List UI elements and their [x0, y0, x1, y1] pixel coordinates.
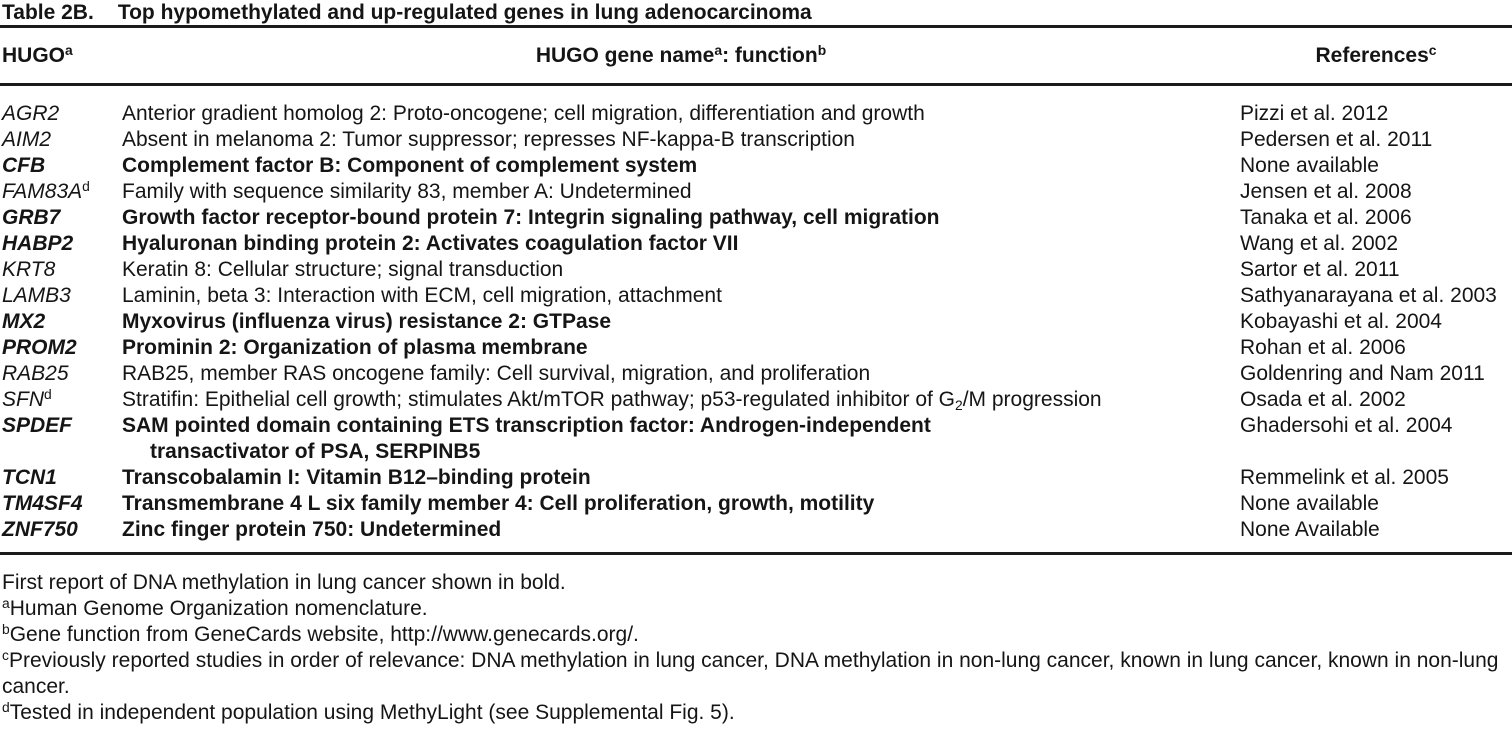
- table-row: CFB Complement factor B: Component of com…: [0, 153, 1512, 179]
- gene-function: Zinc finger protein 750: Undetermined: [122, 518, 502, 541]
- table-row: AGR2 Anterior gradient homolog 2: Proto-o…: [0, 101, 1512, 127]
- gene-symbol: ZNF750: [2, 518, 78, 541]
- footnotes: First report of DNA methylation in lung …: [2, 570, 1510, 726]
- table-title: Table 2B. Top hypomethylated and up-regul…: [2, 0, 812, 26]
- footnote-a: aHuman Genome Organization nomenclature.: [2, 595, 428, 620]
- gene-function: Complement factor B: Component of comple…: [122, 154, 698, 177]
- reference: Rohan et al. 2006: [1240, 336, 1406, 359]
- footnote-d: dTested in independent population using …: [2, 699, 735, 724]
- gene-function: Myxovirus (influenza virus) resistance 2…: [122, 310, 612, 333]
- reference: Wang et al. 2002: [1240, 232, 1398, 255]
- divider-top: [0, 25, 1512, 28]
- gene-function: Transmembrane 4 L six family member 4: C…: [122, 492, 875, 515]
- gene-function: SAM pointed domain containing ETS transc…: [122, 414, 931, 463]
- gene-symbol: RAB25: [2, 362, 69, 385]
- reference: Tanaka et al. 2006: [1240, 206, 1412, 229]
- gene-function: RAB25, member RAS oncogene family: Cell …: [122, 362, 871, 385]
- gene-function: Hyaluronan binding protein 2: Activates …: [122, 232, 739, 255]
- gene-function: Anterior gradient homolog 2: Proto-oncog…: [122, 102, 925, 125]
- reference: Osada et al. 2002: [1240, 388, 1406, 411]
- gene-function: Transcobalamin I: Vitamin B12–binding pr…: [122, 466, 591, 489]
- reference: Pedersen et al. 2011: [1240, 128, 1433, 151]
- table-caption: Top hypomethylated and up-regulated gene…: [117, 1, 812, 24]
- gene-symbol: FAM83Ad: [2, 178, 90, 203]
- reference: Goldenring and Nam 2011: [1240, 362, 1485, 385]
- table-number: Table 2B.: [2, 1, 94, 24]
- gene-symbol: AIM2: [2, 128, 52, 151]
- table-row: AIM2 Absent in melanoma 2: Tumor suppress…: [0, 127, 1512, 153]
- reference: Remmelink et al. 2005: [1240, 466, 1449, 489]
- reference: None available: [1240, 154, 1379, 177]
- gene-symbol: PROM2: [2, 336, 77, 359]
- footnote-b: bGene function from GeneCards website, h…: [2, 621, 639, 646]
- table-row: RAB25 RAB25, member RAS oncogene family: …: [0, 361, 1512, 387]
- column-header-references: Referencesc: [1315, 42, 1437, 67]
- divider-bottom: [0, 552, 1512, 555]
- reference: Kobayashi et al. 2004: [1240, 310, 1442, 333]
- footnote-c: cPreviously reported studies in order of…: [2, 647, 1499, 698]
- table-row: HABP2 Hyaluronan binding protein 2: Activ…: [0, 231, 1512, 257]
- reference: None available: [1240, 492, 1379, 515]
- table-header-row: HUGOa HUGO gene namea: functionb Referen…: [0, 43, 1512, 69]
- reference: Ghadersohi et al. 2004: [1240, 414, 1453, 437]
- table-row: SFNd Stratifin: Epithelial cell growth; s…: [0, 387, 1512, 413]
- table-row: TM4SF4 Transmembrane 4 L six family membe…: [0, 491, 1512, 517]
- reference: Jensen et al. 2008: [1240, 180, 1412, 203]
- table-row: FAM83Ad Family with sequence similarity 8…: [0, 179, 1512, 205]
- gene-symbol: TCN1: [2, 466, 57, 489]
- gene-symbol: CFB: [2, 154, 46, 177]
- column-header-hugo: HUGOa: [2, 42, 73, 67]
- gene-symbol: SFNd: [2, 386, 52, 411]
- reference: Sartor et al. 2011: [1240, 258, 1400, 281]
- gene-function: Absent in melanoma 2: Tumor suppressor; …: [122, 128, 855, 151]
- gene-symbol: SPDEF: [2, 414, 73, 437]
- column-header-gene-name-function: HUGO gene namea: functionb: [535, 42, 827, 67]
- table-row: PROM2 Prominin 2: Organization of plasma …: [0, 335, 1512, 361]
- table-row: ZNF750 Zinc finger protein 750: Undetermi…: [0, 517, 1512, 543]
- reference: Sathyanarayana et al. 2003: [1240, 284, 1497, 307]
- gene-function: Prominin 2: Organization of plasma membr…: [122, 336, 588, 359]
- reference: None Available: [1240, 518, 1380, 541]
- divider-header: [0, 83, 1512, 86]
- table-row: KRT8 Keratin 8: Cellular structure; signa…: [0, 257, 1512, 283]
- gene-function: Laminin, beta 3: Interaction with ECM, c…: [122, 284, 722, 307]
- gene-symbol: MX2: [2, 310, 46, 333]
- table-row: TCN1 Transcobalamin I: Vitamin B12–bindin…: [0, 465, 1512, 491]
- reference: Pizzi et al. 2012: [1240, 102, 1389, 125]
- gene-function: Keratin 8: Cellular structure; signal tr…: [122, 258, 564, 281]
- table-row: GRB7 Growth factor receptor-bound protein…: [0, 205, 1512, 231]
- table-row: LAMB3 Laminin, beta 3: Interaction with E…: [0, 283, 1512, 309]
- table-body: AGR2 Anterior gradient homolog 2: Proto-o…: [0, 101, 1512, 543]
- gene-symbol: TM4SF4: [2, 492, 83, 515]
- footnote-bold-note: First report of DNA methylation in lung …: [2, 571, 566, 594]
- table-row: MX2 Myxovirus (influenza virus) resistanc…: [0, 309, 1512, 335]
- gene-symbol: GRB7: [2, 206, 61, 229]
- table-row: SPDEF SAM pointed domain containing ETS t…: [0, 413, 1512, 465]
- gene-function: Stratifin: Epithelial cell growth; stimu…: [122, 388, 1102, 414]
- gene-symbol: HABP2: [2, 232, 74, 255]
- gene-symbol: KRT8: [2, 258, 56, 281]
- gene-symbol: LAMB3: [2, 284, 71, 307]
- gene-function: Growth factor receptor-bound protein 7: …: [122, 206, 940, 229]
- gene-symbol: AGR2: [2, 102, 60, 125]
- gene-function: Family with sequence similarity 83, memb…: [122, 180, 692, 203]
